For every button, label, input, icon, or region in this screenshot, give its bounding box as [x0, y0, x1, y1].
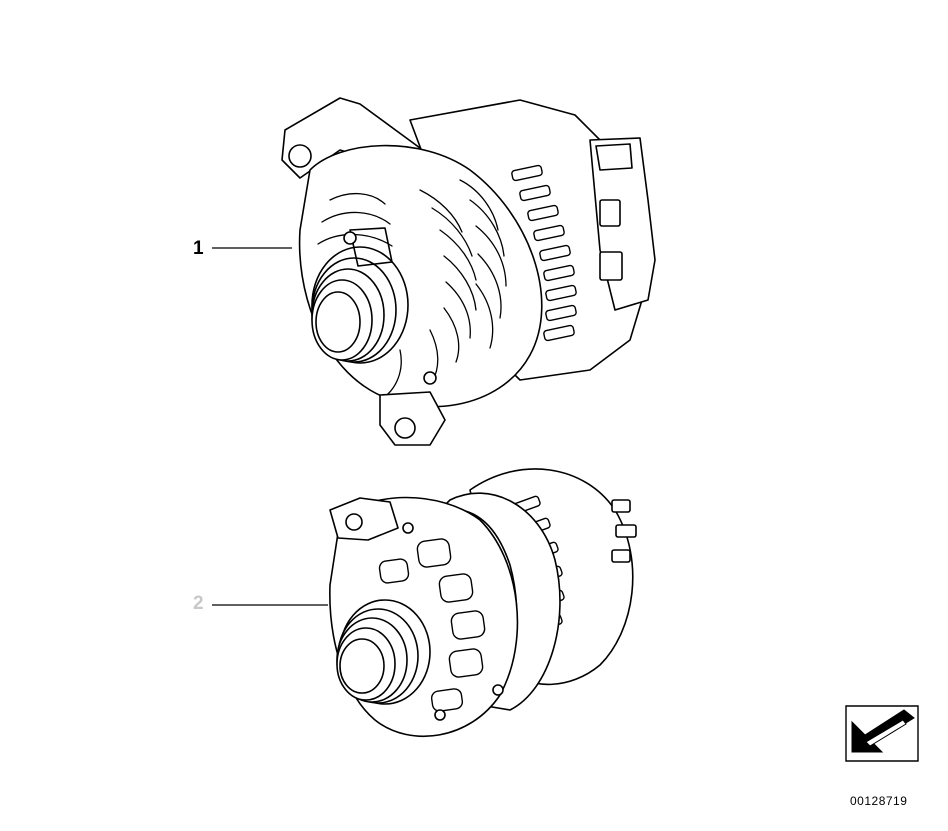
direction-arrow-icon — [846, 706, 918, 761]
alternator-1-illustration[interactable] — [282, 98, 655, 445]
diagram-reference-number: 00128719 — [850, 794, 908, 808]
alternator-2-illustration[interactable] — [330, 469, 636, 736]
callout-number-1[interactable]: 1 — [193, 238, 204, 259]
callout-number-2[interactable]: 2 — [193, 593, 204, 614]
